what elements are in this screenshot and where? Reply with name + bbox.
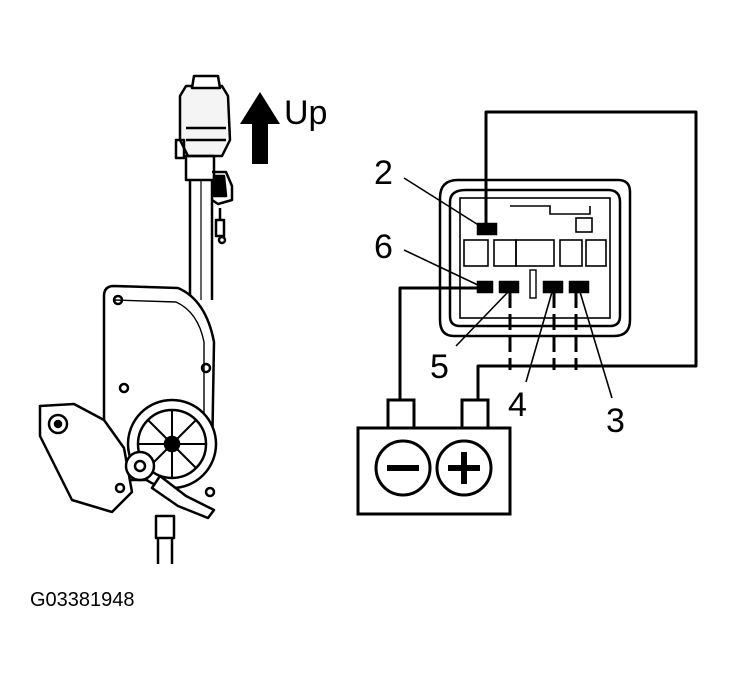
pin-label-2: 2 — [374, 154, 393, 192]
battery — [356, 398, 512, 516]
antenna-motor-assembly — [38, 74, 234, 564]
connector — [438, 178, 632, 338]
up-label: Up — [284, 94, 327, 132]
pin-label-3: 3 — [606, 402, 625, 440]
terminal-4 — [542, 280, 564, 294]
terminal-3 — [568, 280, 590, 294]
test-wiring — [398, 110, 698, 400]
pin-label-6: 6 — [374, 228, 393, 266]
figure-id: G03381948 — [30, 589, 135, 611]
pin-dashed-leads — [508, 292, 578, 370]
battery-positive-icon — [448, 452, 480, 484]
up-arrow-icon — [240, 92, 280, 164]
terminal-6 — [476, 280, 494, 294]
terminal-5 — [498, 280, 520, 294]
pin-label-5: 5 — [430, 348, 449, 386]
pin-leader-lines — [403, 177, 613, 399]
battery-negative-icon — [387, 465, 419, 471]
pin-label-4: 4 — [508, 386, 527, 424]
